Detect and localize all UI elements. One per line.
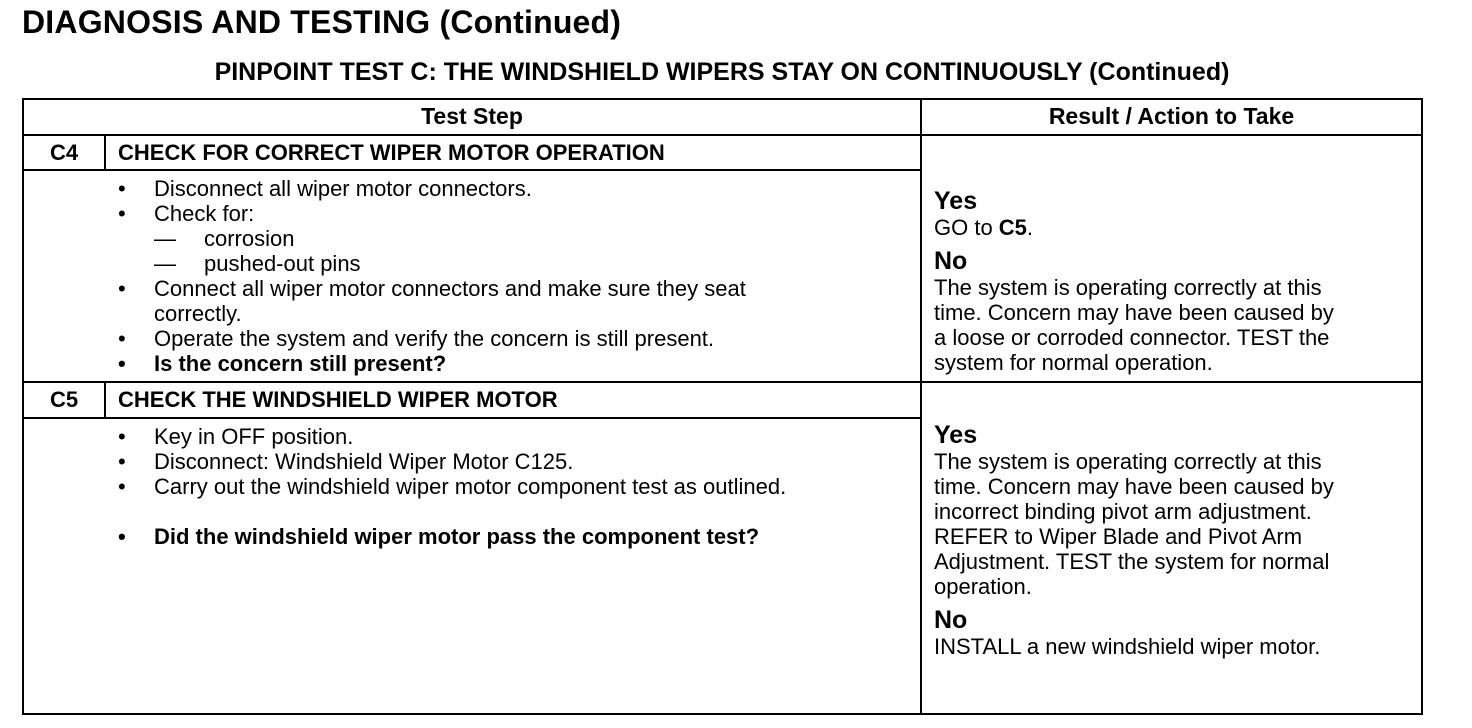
result-yes-label: Yes [934,187,978,215]
table-border-right [1421,98,1423,715]
list-item-question: Did the windshield wiper motor pass the … [116,524,786,549]
result-yes-line: The system is operating correctly at thi… [934,449,1322,474]
column-divider [920,98,922,715]
step-id-c4: C4 [49,140,79,165]
step-id-c5: C5 [49,387,79,412]
step-title-c5: CHECK THE WINDSHIELD WIPER MOTOR [118,387,558,412]
result-yes-line: time. Concern may have been caused by [934,474,1334,499]
result-yes-line: incorrect binding pivot arm adjustment. [934,499,1312,524]
step-title-c4: CHECK FOR CORRECT WIPER MOTOR OPERATION [118,140,665,165]
result-c5: Yes The system is operating correctly at… [934,421,1334,660]
header-divider [22,134,1423,136]
result-c4: Yes GO to C5. No The system is operating… [934,187,1334,376]
result-no-line: The system is operating correctly at thi… [934,275,1322,300]
result-no-line: a loose or corroded connector. TEST the [934,325,1330,350]
result-no-line: INSTALL a new windshield wiper motor. [934,634,1321,659]
list-item-continuation: correctly. [154,301,242,326]
result-no-line: time. Concern may have been caused by [934,300,1334,325]
c5-title-divider [22,417,922,419]
c5-id-divider [104,381,106,419]
list-subitem: pushed-out pins [116,251,746,276]
pinpoint-test-title: PINPOINT TEST C: THE WINDSHIELD WIPERS S… [214,58,1230,86]
table-border-left [22,98,24,715]
result-yes-label: Yes [934,421,978,449]
result-yes-target: C5 [998,215,1027,240]
c4-id-divider [104,134,106,171]
result-yes-line: operation. [934,574,1032,599]
result-yes-line: Adjustment. TEST the system for normal [934,549,1330,574]
list-item: Connect all wiper motor connectors and m… [116,276,746,301]
result-no-label: No [934,606,968,634]
list-item: Disconnect: Windshield Wiper Motor C125. [116,449,786,474]
table-border-bottom [22,713,1423,715]
list-item: Disconnect all wiper motor connectors. [116,176,746,201]
list-item: Check for: [116,201,746,226]
header-test-step: Test Step [421,103,523,129]
c4-title-divider [22,169,922,171]
list-item: Key in OFF position. [116,424,786,449]
header-result-action: Result / Action to Take [1048,103,1295,129]
result-no-label: No [934,247,968,275]
table-border-top [22,98,1423,100]
list-subitem: corrosion [116,226,746,251]
step-list-c5: Key in OFF position. Disconnect: Windshi… [116,424,786,549]
list-item-question: Is the concern still present? [116,351,746,376]
step-list-c4: Disconnect all wiper motor connectors. C… [116,176,746,376]
list-item: Operate the system and verify the concer… [116,326,746,351]
page-title: DIAGNOSIS AND TESTING (Continued) [22,4,622,40]
result-yes-line: REFER to Wiper Blade and Pivot Arm [934,524,1303,549]
row-divider [22,381,1423,383]
result-no-line: system for normal operation. [934,350,1213,375]
list-item: Carry out the windshield wiper motor com… [116,474,786,499]
result-yes-text: GO to C5. [934,215,1034,240]
